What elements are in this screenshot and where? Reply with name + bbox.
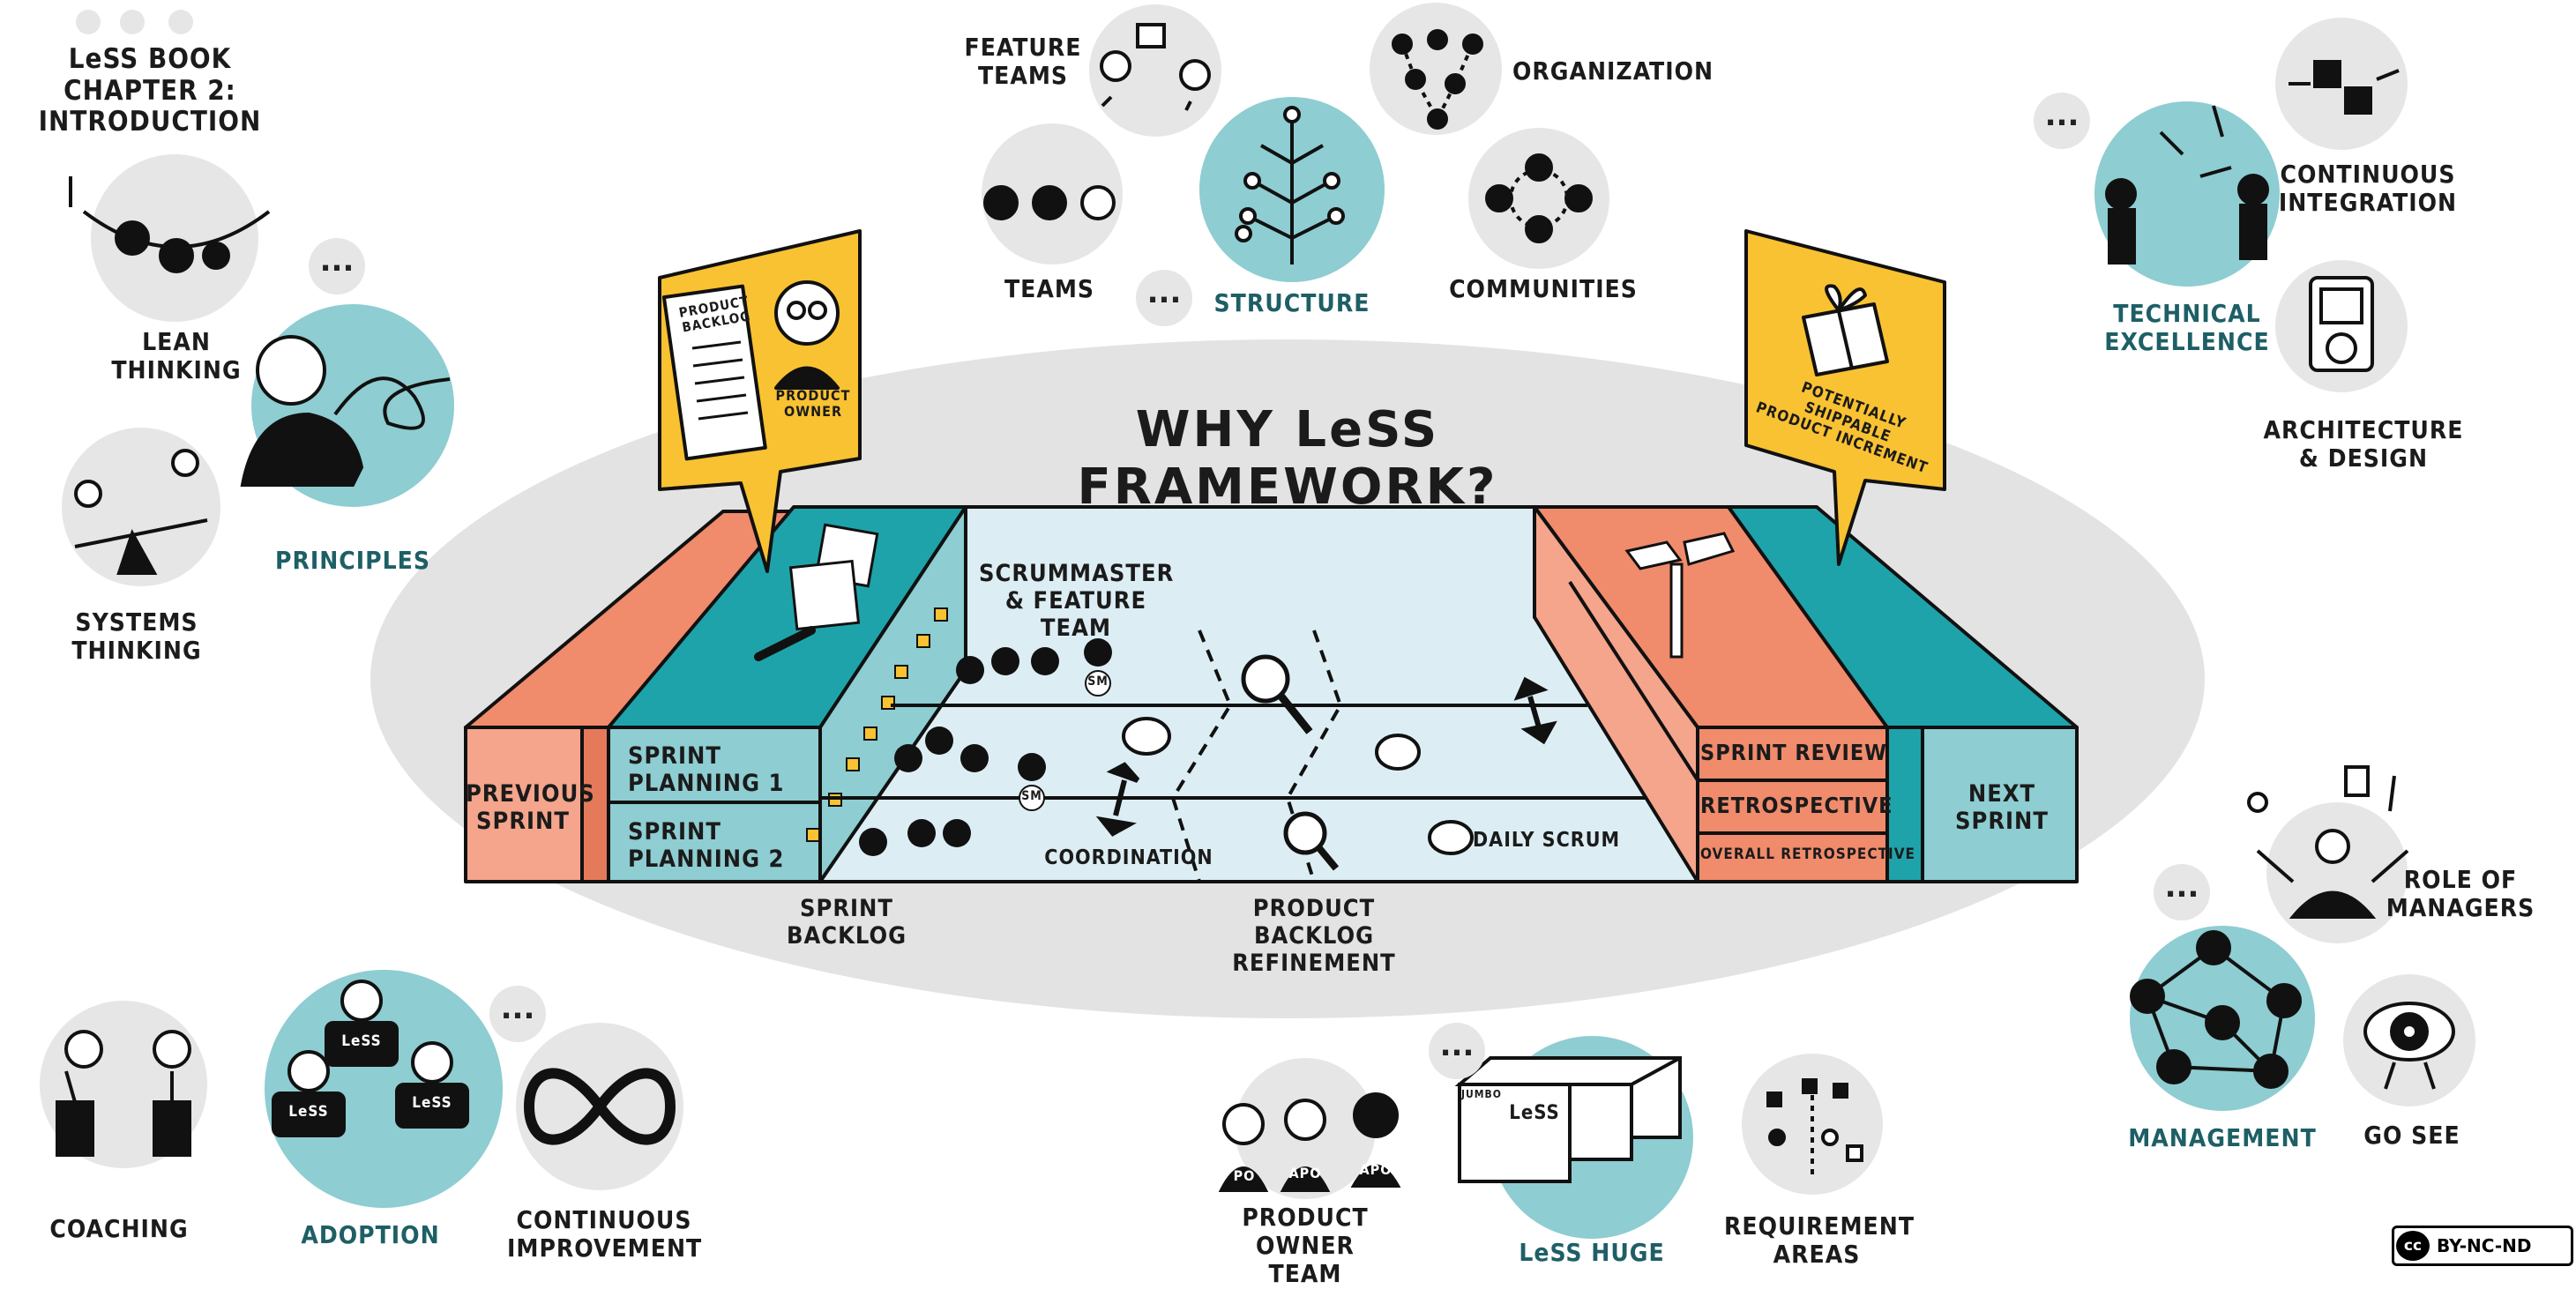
coaching-people-icon — [56, 1030, 191, 1157]
less-badge-3: LeSS — [412, 1094, 452, 1112]
jumbo-boxes-icon — [1454, 1056, 1682, 1183]
next-sprint-block — [1727, 505, 2079, 883]
product-backlog-refinement-label: PRODUCT BACKLOG REFINEMENT — [1232, 895, 1396, 978]
jumbo-badge: JUMBO — [1461, 1088, 1502, 1100]
sprint-planning-2-label: SPRINT PLANNING 2 — [628, 818, 785, 874]
systems-thinking-label[interactable]: SYSTEMS THINKING — [71, 607, 202, 666]
magnifier-icon — [1241, 654, 1340, 871]
gift-box-icon — [1802, 284, 1889, 376]
manager-tools-icon — [2247, 765, 2409, 919]
communities-label[interactable]: COMMUNITIES — [1449, 274, 1638, 303]
structure-label[interactable]: STRUCTURE — [1213, 288, 1370, 317]
management-network-icon — [2130, 930, 2302, 1089]
coaching-label[interactable]: COACHING — [49, 1214, 189, 1243]
less-huge-label[interactable]: LeSS HUGE — [1519, 1238, 1665, 1267]
license-badge[interactable]: cc BY-NC-ND — [2392, 1226, 2573, 1266]
more-dots-management[interactable]: ... — [2154, 864, 2210, 920]
more-dots-technical[interactable]: ... — [2034, 93, 2090, 149]
daily-scrum-label: DAILY SCRUM — [1473, 829, 1621, 852]
more-dots-less-huge[interactable]: ... — [1429, 1023, 1485, 1079]
juggler-icon — [2105, 105, 2269, 265]
backlog-list-icon — [691, 340, 749, 421]
notes-pen-icon — [754, 523, 879, 661]
community-ring-icon — [1485, 153, 1593, 243]
organization-label[interactable]: ORGANIZATION — [1512, 56, 1714, 86]
requirement-shapes-icon — [1766, 1078, 1863, 1177]
license-text: BY-NC-ND — [2437, 1235, 2532, 1256]
requirement-areas-label[interactable]: REQUIREMENT AREAS — [1724, 1211, 1915, 1270]
tree-icon — [1235, 106, 1345, 265]
feature-teams-label[interactable]: FEATURE TEAMS — [964, 33, 1082, 91]
po-badge: PO — [1233, 1167, 1256, 1184]
more-dots-principles[interactable]: ... — [309, 238, 365, 294]
teams-label[interactable]: TEAMS — [1004, 274, 1095, 303]
communities-circle — [1468, 128, 1609, 269]
continuous-improvement-label[interactable]: CONTINUOUS IMPROVEMENT — [507, 1205, 703, 1263]
product-owner-label: PRODUCT OWNER — [775, 387, 851, 421]
infinity-icon — [523, 1068, 676, 1145]
management-label[interactable]: MANAGEMENT — [2128, 1123, 2317, 1152]
org-network-icon — [1392, 29, 1483, 130]
apo-badge-1: APO — [1288, 1165, 1322, 1181]
next-sprint-label: NEXT SPRINT — [1955, 780, 2049, 836]
technical-excellence-label[interactable]: TECHNICAL EXCELLENCE — [2104, 299, 2270, 357]
window-dots-icon — [76, 10, 193, 34]
page-title: WHY LeSS FRAMEWORK? — [1077, 401, 1498, 516]
sprint-planning-1-label: SPRINT PLANNING 1 — [628, 742, 785, 798]
chapter-label: LeSS BOOK CHAPTER 2: INTRODUCTION — [38, 43, 262, 138]
puzzle-hands-icon — [2289, 60, 2400, 115]
sticky-notes-icon — [806, 607, 948, 842]
technical-excellence-circle — [2094, 101, 2280, 287]
retrospective-label: RETROSPECTIVE — [1700, 793, 1893, 818]
more-dots-structure[interactable]: ... — [1136, 270, 1192, 326]
signpost-icon — [1624, 532, 1736, 659]
less-huge-box-label: LeSS — [1509, 1102, 1560, 1124]
adoption-people-icon — [272, 980, 469, 1137]
coordination-label: COORDINATION — [1044, 846, 1213, 869]
speech-bubble-icon — [1122, 717, 1474, 855]
creative-commons-icon: cc — [2396, 1231, 2430, 1261]
lean-thinking-circle — [91, 154, 258, 322]
product-owner-team-label[interactable]: PRODUCT OWNER TEAM — [1242, 1203, 1369, 1289]
sm-badge-2: SM — [1021, 789, 1042, 803]
people-gift-icon — [1100, 23, 1211, 111]
lean-people-icon — [115, 220, 230, 273]
sm-badge-1: SM — [1087, 674, 1109, 689]
eye-icon — [2363, 1002, 2455, 1090]
sprint-backlog-label: SPRINT BACKLOG — [786, 895, 907, 950]
person-drawing-icon — [240, 335, 451, 487]
overall-retrospective-label: OVERALL RETROSPECTIVE — [1700, 846, 1916, 863]
architecture-design-label[interactable]: ARCHITECTURE & DESIGN — [2263, 415, 2464, 473]
music-player-icon — [2309, 276, 2374, 372]
product-increment-sign — [1744, 229, 1946, 566]
sm-badges-icon — [1019, 670, 1111, 811]
apo-badge-2: APO — [1359, 1161, 1393, 1178]
up-down-arrow-icon — [1095, 676, 1557, 837]
review-block — [1533, 505, 1889, 883]
po-team-icon — [1218, 1092, 1401, 1192]
lean-thinking-label[interactable]: LEAN THINKING — [111, 327, 242, 385]
continuous-integration-label[interactable]: CONTINUOUS INTEGRATION — [2278, 160, 2458, 218]
less-badge-1: LeSS — [341, 1032, 382, 1050]
seesaw-icon — [74, 449, 208, 575]
previous-sprint-label: PREVIOUS SPRINT — [466, 780, 595, 836]
adoption-label[interactable]: ADOPTION — [301, 1220, 440, 1249]
scrummaster-team-label: SCRUMMASTER & FEATURE TEAM — [979, 560, 1175, 643]
feature-team-people-icon — [859, 638, 1112, 856]
lane-dividers — [1170, 630, 1343, 883]
adoption-circle — [265, 970, 503, 1208]
product-owner-face-icon — [774, 280, 840, 346]
sprint-review-label: SPRINT REVIEW — [1700, 740, 1887, 765]
product-backlog-sign — [658, 229, 862, 573]
role-of-managers-label[interactable]: ROLE OF MANAGERS — [2386, 865, 2535, 923]
three-heads-icon — [983, 185, 1116, 220]
principles-label[interactable]: PRINCIPLES — [274, 546, 431, 575]
go-see-label[interactable]: GO SEE — [2363, 1121, 2460, 1150]
more-dots-adoption[interactable]: ... — [489, 986, 546, 1042]
less-badge-2: LeSS — [288, 1103, 329, 1121]
